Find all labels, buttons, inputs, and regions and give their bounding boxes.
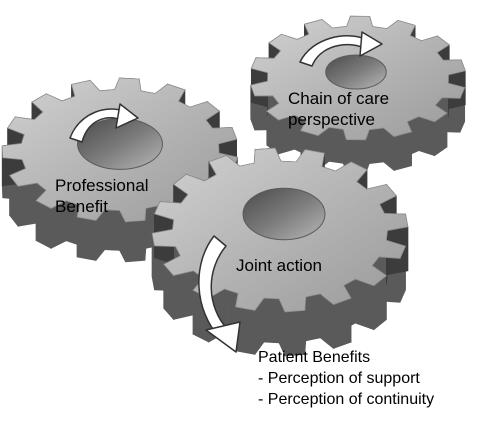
patient-benefit-item: - Perception of continuity [258, 391, 435, 408]
joint-action-line-1: Joint action [236, 256, 322, 275]
professional-benefit-label: Professional Benefit [55, 175, 149, 217]
patient-benefits-title: Patient Benefits [258, 349, 371, 366]
gear-chain-of-care-hole [325, 54, 387, 90]
gear-chain-of-care [250, 15, 466, 175]
professional-benefit-line-1: Professional [55, 176, 149, 195]
gear-joint-action [151, 147, 409, 357]
chain-of-care-line-2: perspective [288, 110, 375, 129]
patient-benefit-item: - Perception of support [258, 370, 420, 387]
patient-benefits-block: Patient Benefits - Perception of support… [258, 347, 434, 410]
professional-benefit-line-2: Benefit [55, 197, 108, 216]
gear-joint-action-hole [242, 187, 326, 241]
joint-action-label: Joint action [236, 255, 322, 276]
chain-of-care-label: Chain of care perspective [288, 88, 389, 130]
chain-of-care-line-1: Chain of care [288, 89, 390, 108]
arrow-chain-of-care [299, 31, 383, 67]
arrow-joint-action [198, 235, 241, 353]
arrow-professional [69, 103, 139, 143]
